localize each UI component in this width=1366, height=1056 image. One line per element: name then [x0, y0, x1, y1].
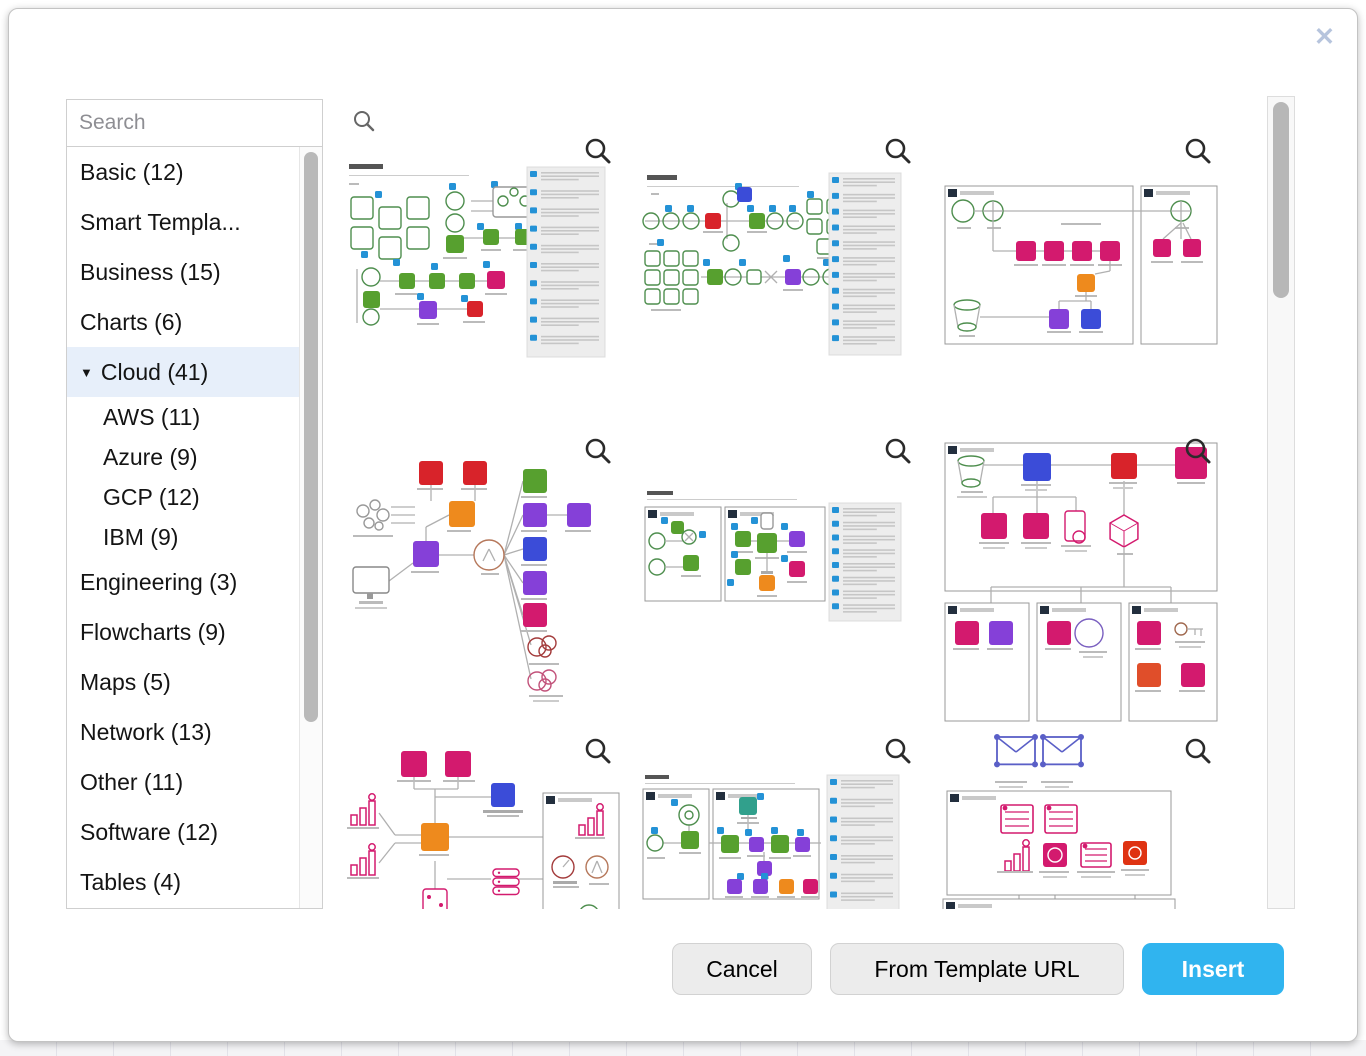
zoom-preview-icon[interactable] [583, 136, 613, 166]
template-thumbnail[interactable] [631, 131, 931, 431]
template-thumbnail[interactable] [331, 731, 631, 909]
sidebar-item-basic-12[interactable]: Basic (12) [67, 147, 300, 197]
sidebar-item-label: Tables (4) [80, 869, 181, 895]
expanded-arrow-icon: ▼ [80, 365, 93, 380]
sidebar-item-software-12[interactable]: Software (12) [67, 807, 300, 857]
sidebar-item-label: GCP (12) [103, 484, 200, 510]
sidebar-item-other-11[interactable]: Other (11) [67, 757, 300, 807]
sidebar-item-aws-11[interactable]: AWS (11) [67, 397, 300, 437]
sidebar-item-label: Engineering (3) [80, 569, 238, 595]
sidebar-scrollbar-thumb[interactable] [304, 152, 318, 722]
sidebar-item-label: Other (11) [80, 769, 184, 795]
zoom-preview-icon[interactable] [583, 436, 613, 466]
template-thumbnail[interactable] [931, 731, 1231, 909]
gallery-scrollbar-thumb[interactable] [1273, 102, 1289, 298]
sidebar-item-tables-4[interactable]: Tables (4) [67, 857, 300, 907]
template-gallery [323, 96, 1267, 909]
template-thumbnail[interactable] [931, 131, 1231, 431]
sidebar-item-label: Smart Templa... [80, 209, 241, 235]
sidebar-item-label: Azure (9) [103, 444, 198, 470]
sidebar-item-label: Maps (5) [80, 669, 171, 695]
search-input[interactable] [77, 110, 352, 136]
template-picker-dialog: ✕ Basic (12) Smart Templa... Business (15)… [8, 8, 1358, 1042]
insert-button[interactable]: Insert [1142, 943, 1284, 995]
zoom-preview-icon[interactable] [883, 136, 913, 166]
sidebar-item-label: Basic (12) [80, 159, 184, 185]
zoom-preview-icon[interactable] [1183, 736, 1213, 766]
zoom-preview-icon[interactable] [1183, 136, 1213, 166]
close-icon[interactable]: ✕ [1314, 23, 1335, 51]
template-thumbnail[interactable] [931, 431, 1231, 731]
sidebar-item-label: Charts (6) [80, 309, 183, 335]
sidebar-item-azure-9[interactable]: Azure (9) [67, 437, 300, 477]
zoom-preview-icon[interactable] [883, 436, 913, 466]
sidebar-item-label: IBM (9) [103, 524, 179, 550]
sidebar-item-gcp-12[interactable]: GCP (12) [67, 477, 300, 517]
sidebar-item-label: Software (12) [80, 819, 219, 845]
sidebar-item-smart-templa[interactable]: Smart Templa... [67, 197, 300, 247]
app-canvas-background [0, 1040, 1366, 1056]
zoom-preview-icon[interactable] [583, 736, 613, 766]
sidebar-item-network-13[interactable]: Network (13) [67, 707, 300, 757]
sidebar-item-label: Flowcharts (9) [80, 619, 226, 645]
zoom-preview-icon[interactable] [1183, 436, 1213, 466]
sidebar-item-charts-6[interactable]: Charts (6) [67, 297, 300, 347]
cancel-button[interactable]: Cancel [672, 943, 812, 995]
sidebar-item-flowcharts-9[interactable]: Flowcharts (9) [67, 607, 300, 657]
template-thumbnail[interactable] [631, 731, 931, 909]
sidebar-item-label: AWS (11) [103, 404, 201, 430]
sidebar-item-label: Business (15) [80, 259, 221, 285]
template-thumbnail[interactable] [331, 131, 631, 431]
from-template-url-button[interactable]: From Template URL [830, 943, 1124, 995]
gallery-scrollbar-track[interactable] [1267, 96, 1295, 909]
template-thumbnail[interactable] [631, 431, 931, 731]
sidebar-scrollbar-track[interactable] [299, 147, 322, 908]
search-box [67, 100, 375, 147]
sidebar-item-business-15[interactable]: Business (15) [67, 247, 300, 297]
sidebar-item-maps-5[interactable]: Maps (5) [67, 657, 300, 707]
category-sidebar: Basic (12) Smart Templa... Business (15) Ch… [66, 99, 375, 909]
sidebar-item-label: Cloud (41) [100, 359, 209, 385]
sidebar-item-engineering-3[interactable]: Engineering (3) [67, 557, 300, 607]
sidebar-item-label: Network (13) [80, 719, 212, 745]
category-list: Basic (12) Smart Templa... Business (15) Ch… [67, 147, 322, 908]
zoom-preview-icon[interactable] [883, 736, 913, 766]
sidebar-item-cloud-41[interactable]: ▼ Cloud (41) [67, 347, 300, 397]
template-thumbnail[interactable] [331, 431, 631, 731]
search-icon [352, 109, 376, 138]
sidebar-item-ibm-9[interactable]: IBM (9) [67, 517, 300, 557]
